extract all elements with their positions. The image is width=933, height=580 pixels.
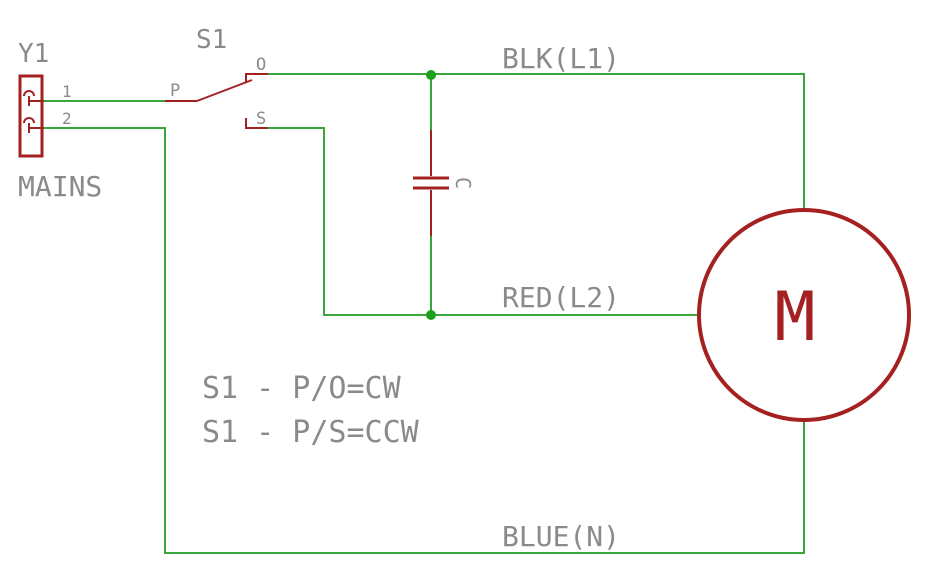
switch-pin-s: S bbox=[256, 109, 266, 129]
wire-l2 bbox=[255, 127, 698, 316]
connector-contact-2 bbox=[23, 117, 35, 133]
capacitor-c: C bbox=[413, 130, 475, 236]
wires bbox=[44, 73, 805, 554]
note-ccw: S1 - P/S=CCW bbox=[202, 415, 420, 450]
switch-s1: S1 P O S bbox=[165, 25, 268, 129]
junction-l2 bbox=[426, 310, 436, 320]
net-label-l1: BLK(L1) bbox=[502, 42, 620, 75]
motor-symbol: M bbox=[775, 278, 816, 357]
net-label-n: BLUE(N) bbox=[502, 520, 620, 553]
motor: M bbox=[697, 208, 911, 422]
connector-contact-1 bbox=[23, 90, 35, 106]
wire-l1 bbox=[248, 73, 805, 210]
note-cw: S1 - P/O=CW bbox=[202, 371, 402, 406]
connector-y1: Y1 MAINS 1 2 bbox=[18, 39, 102, 203]
motor-body bbox=[697, 208, 911, 422]
switch-pin-o: O bbox=[256, 55, 266, 75]
switch-contact-s bbox=[245, 118, 268, 129]
wire-neutral bbox=[44, 127, 805, 554]
switch-ref: S1 bbox=[196, 25, 227, 55]
connector-body bbox=[18, 74, 44, 158]
switch-blade bbox=[196, 79, 253, 102]
switch-contact-o bbox=[245, 73, 268, 82]
connector-pin2-label: 2 bbox=[62, 109, 72, 128]
switch-pin-p: P bbox=[170, 81, 180, 101]
junction-l1 bbox=[426, 70, 436, 80]
net-label-l2: RED(L2) bbox=[502, 281, 620, 314]
connector-ref: Y1 bbox=[18, 39, 49, 69]
connector-name: MAINS bbox=[18, 170, 102, 203]
capacitor-ref: C bbox=[451, 177, 475, 189]
connector-pin1-label: 1 bbox=[62, 82, 72, 101]
